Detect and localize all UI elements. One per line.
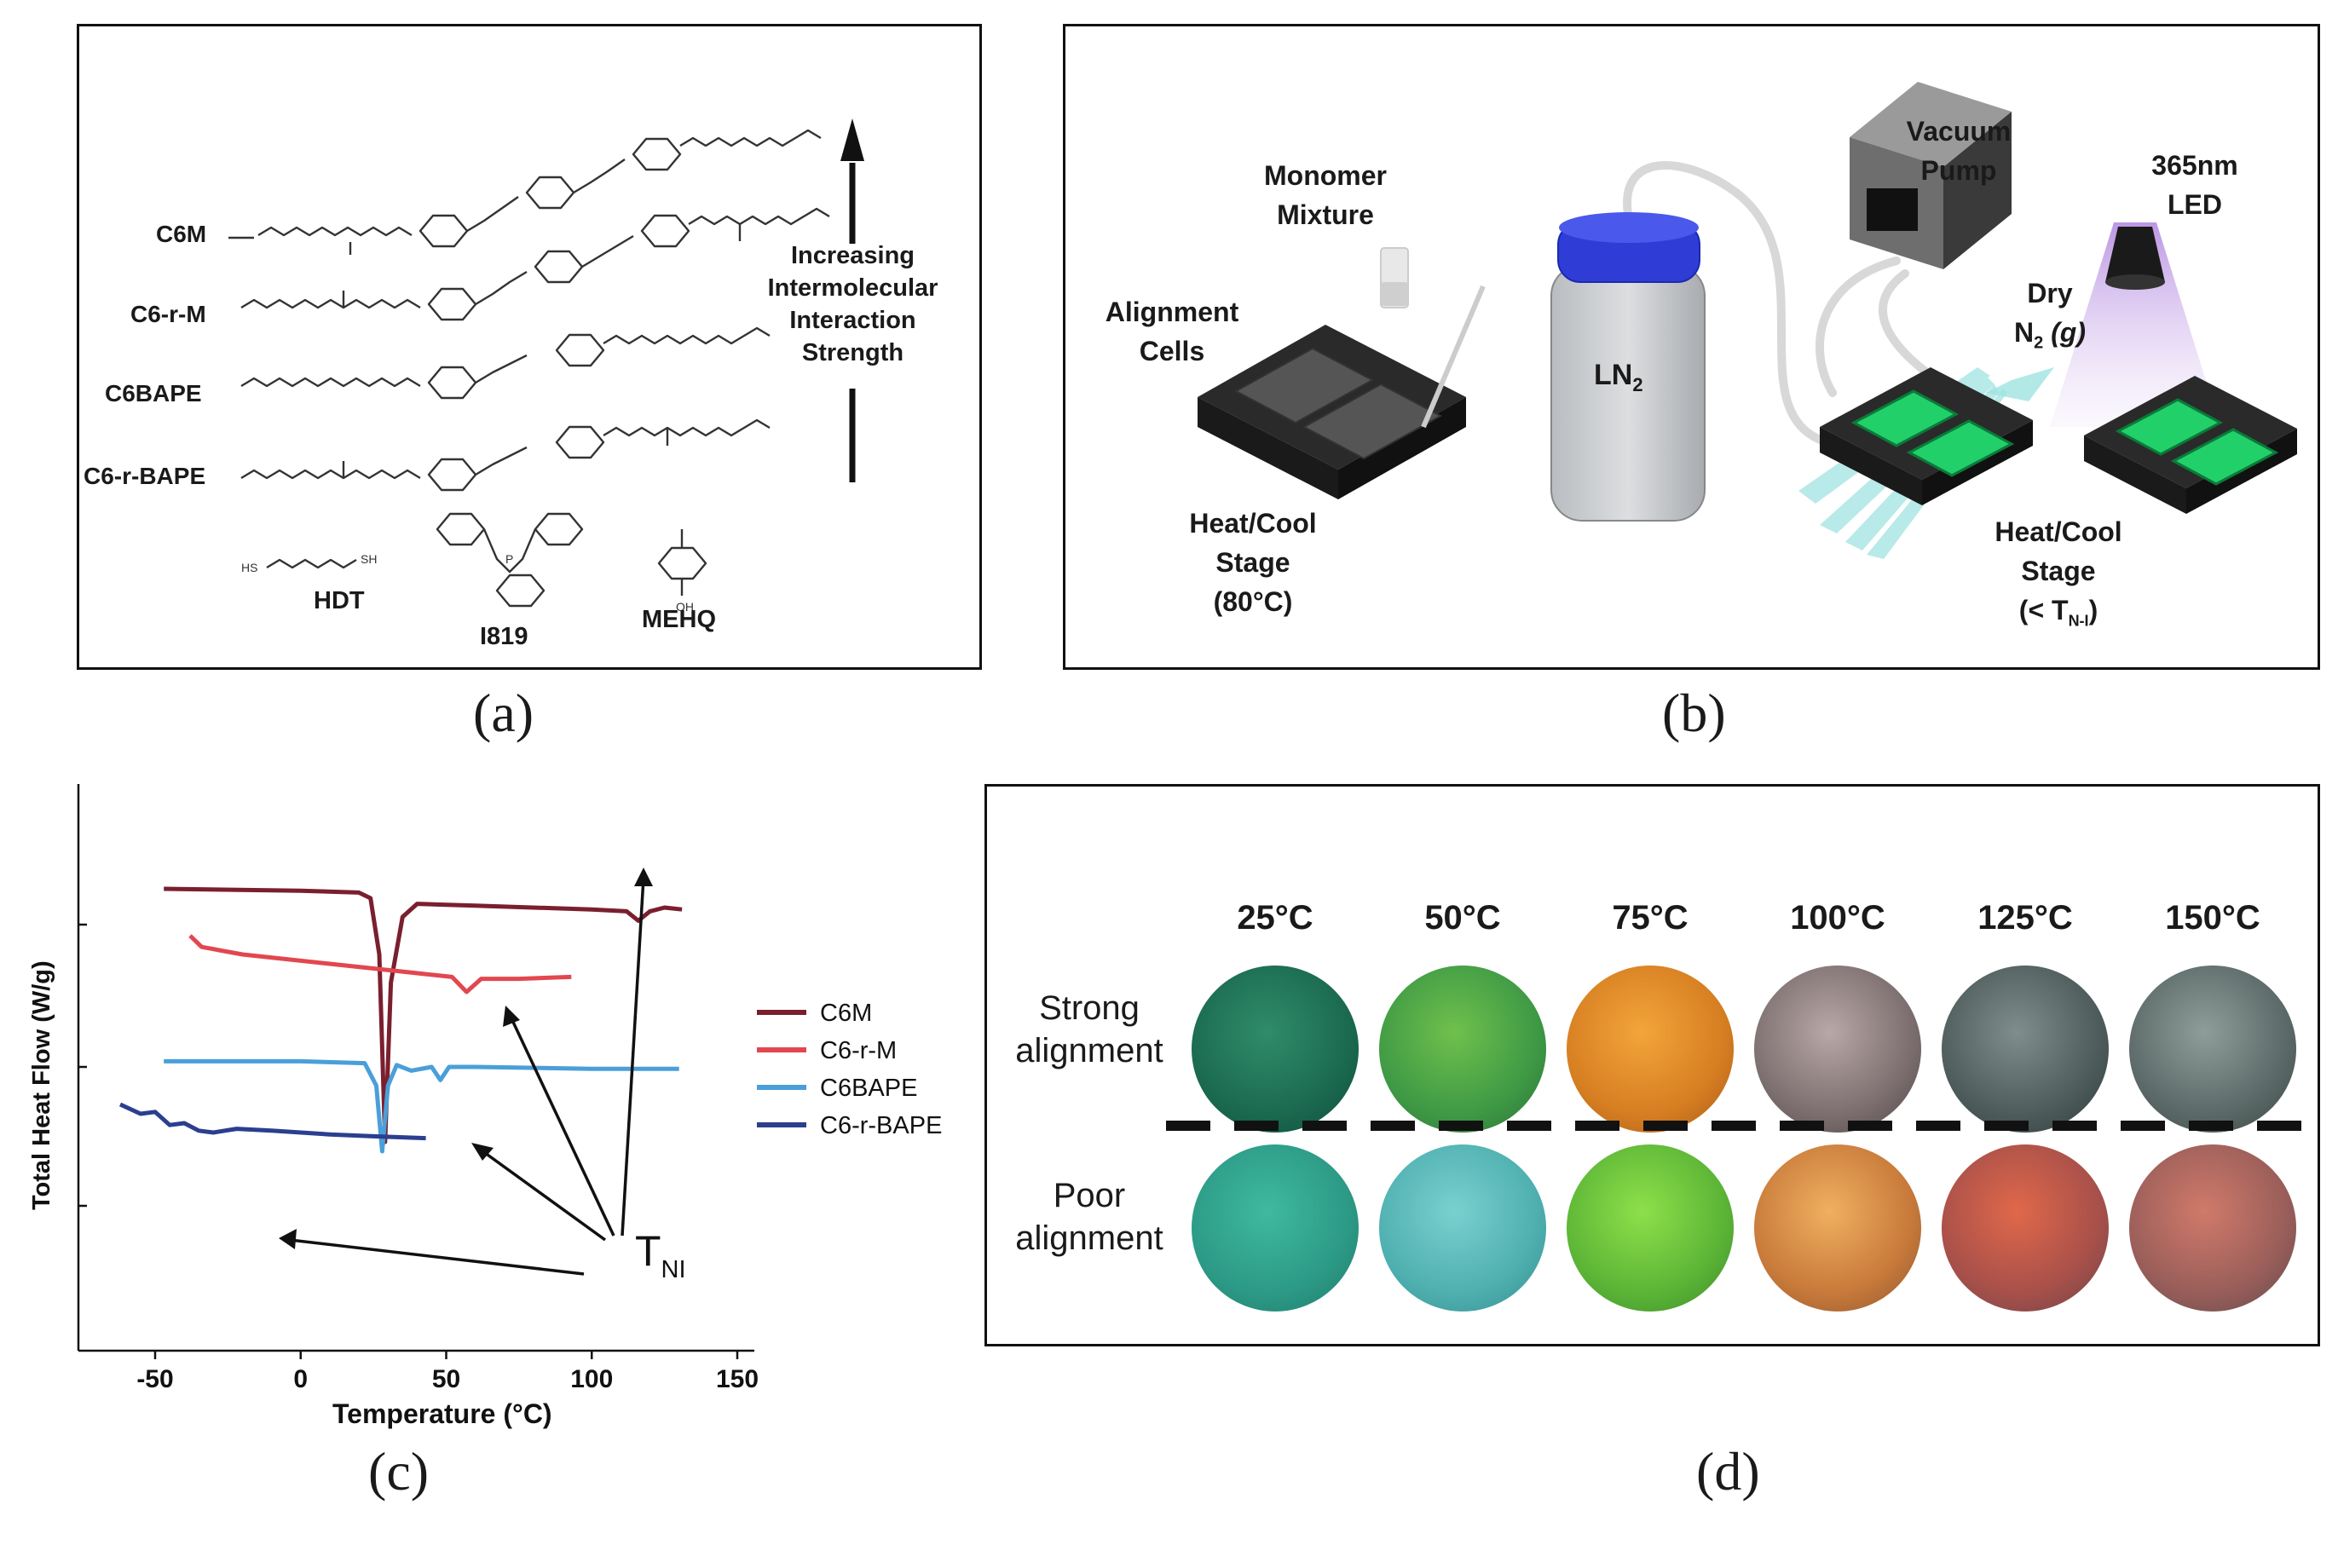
sample-poor-50: [1379, 1144, 1546, 1311]
sample-strong-25: [1192, 966, 1359, 1133]
ln2-label: LN2: [1594, 359, 1643, 395]
series-line-c6-r-m: [188, 934, 572, 994]
temp-label-25: 25°C: [1237, 899, 1313, 937]
stage-2: [1820, 367, 2033, 505]
oh-label: OH: [676, 600, 694, 614]
sample-poor-75: [1567, 1144, 1734, 1311]
sample-strong-125: [1942, 966, 2109, 1133]
legend-label: C6-r-BAPE: [820, 1112, 942, 1139]
chart-legend: C6M C6-r-M C6BAPE C6-r-BAPE: [757, 1000, 942, 1139]
mehq-structure: [657, 529, 707, 596]
stage-3: [2084, 376, 2297, 514]
panel-b-illustration: [1198, 82, 2297, 559]
arrow-text: Increasing Intermolecular Interaction St…: [767, 242, 938, 366]
x-tick-label: 50: [432, 1365, 460, 1393]
legend-label: C6-r-M: [820, 1037, 897, 1064]
c6bape-structure: [240, 326, 771, 400]
strong-alignment-label: Strong alignment: [1015, 989, 1163, 1069]
strength-arrow: [840, 118, 864, 482]
i819-structure: [436, 512, 584, 608]
n2-jet: [1986, 367, 2054, 401]
sample-poor-25: [1192, 1144, 1359, 1311]
sh-label: SH: [361, 552, 377, 566]
y-axis-label: Total Heat Flow (W/g): [28, 960, 55, 1210]
poor-alignment-label: Poor alignment: [1015, 1177, 1163, 1257]
temp-label-75: 75°C: [1612, 899, 1689, 937]
caption-c: (c): [368, 1441, 430, 1502]
x-axis-label: Temperature (°C): [332, 1398, 552, 1429]
panel-a-structures: HS SH P OH: [228, 118, 864, 614]
temp-label-125: 125°C: [1977, 899, 2073, 937]
sample-strong-75: [1567, 966, 1734, 1133]
caption-b: (b): [1662, 683, 1726, 743]
additive-label-hdt: HDT: [314, 587, 365, 614]
series-line-c6m: [164, 886, 683, 1144]
panel-a-frame: HS SH P OH C6M C6-r-M C6BAPE C6-r-BAPE I…: [77, 24, 982, 670]
caption-d: (d): [1696, 1441, 1760, 1502]
molecule-label-c6bape: C6BAPE: [105, 380, 202, 406]
stage-1: [1198, 285, 1486, 499]
legend-label: C6M: [820, 1000, 872, 1027]
tni-label: TNI: [635, 1227, 686, 1283]
stage-2-label: Heat/Cool Stage (< TN-I): [1995, 516, 2122, 630]
x-tick-label: 0: [293, 1365, 308, 1393]
led-label: 365nm LED: [2151, 150, 2238, 220]
p-label: P: [505, 552, 513, 566]
ln2-dewar: [1550, 212, 1706, 522]
vacuum-pump-label: Vacuum Pump: [1906, 116, 2012, 186]
c6rbape-structure: [240, 418, 771, 492]
dsc-chart: -50 0 50 100 150 Total Heat Flow (W/g) Tempe…: [28, 784, 942, 1429]
series-line-c6-r-bape: [118, 1102, 426, 1141]
molecule-label-c6m: C6M: [156, 221, 207, 247]
monomer-mixture-label: Monomer Mixture: [1264, 160, 1387, 230]
sample-poor-100: [1754, 1144, 1921, 1311]
sample-strong-50: [1379, 966, 1546, 1133]
additive-label-i819: I819: [480, 623, 528, 650]
temp-label-150: 150°C: [2165, 899, 2260, 937]
additive-label-mehq: MEHQ: [642, 606, 716, 633]
monomer-vial: [1380, 247, 1409, 308]
series-line-c6bape: [164, 1058, 679, 1154]
x-tick-label: 100: [570, 1365, 613, 1393]
alignment-cells-label: Alignment Cells: [1105, 297, 1239, 366]
led-light: [2050, 222, 2220, 427]
temp-label-100: 100°C: [1790, 899, 1885, 937]
c6rm-structure: [240, 207, 830, 321]
hdt-structure: [266, 558, 357, 569]
c6m-structure: [228, 129, 822, 255]
x-tick-label: -50: [136, 1365, 173, 1393]
tni-arrows: [279, 868, 653, 1276]
x-tick-label: 150: [716, 1365, 759, 1393]
sample-strong-100: [1754, 966, 1921, 1133]
sample-strong-150: [2129, 966, 2296, 1133]
divider-dashes: [1166, 1121, 2308, 1131]
sample-poor-150: [2129, 1144, 2296, 1311]
stage-1-label: Heat/Cool Stage (80°C): [1189, 508, 1317, 617]
dry-n2-label: Dry N2 (g): [2014, 278, 2086, 353]
vacuum-pump: [1850, 82, 2012, 269]
legend-label: C6BAPE: [820, 1075, 917, 1102]
panel-d-frame: 25°C 50°C 75°C 100°C 125°C 150°C Strong …: [984, 784, 2320, 1346]
hs-label: HS: [241, 561, 257, 574]
molecule-label-c6rm: C6-r-M: [130, 301, 206, 327]
sample-poor-125: [1942, 1144, 2109, 1311]
molecule-label-c6rbape: C6-r-BAPE: [84, 463, 206, 489]
temp-label-50: 50°C: [1424, 899, 1501, 937]
caption-a: (a): [473, 683, 534, 743]
panel-b-frame: Monomer Mixture Alignment Cells Heat/Coo…: [1063, 24, 2320, 670]
